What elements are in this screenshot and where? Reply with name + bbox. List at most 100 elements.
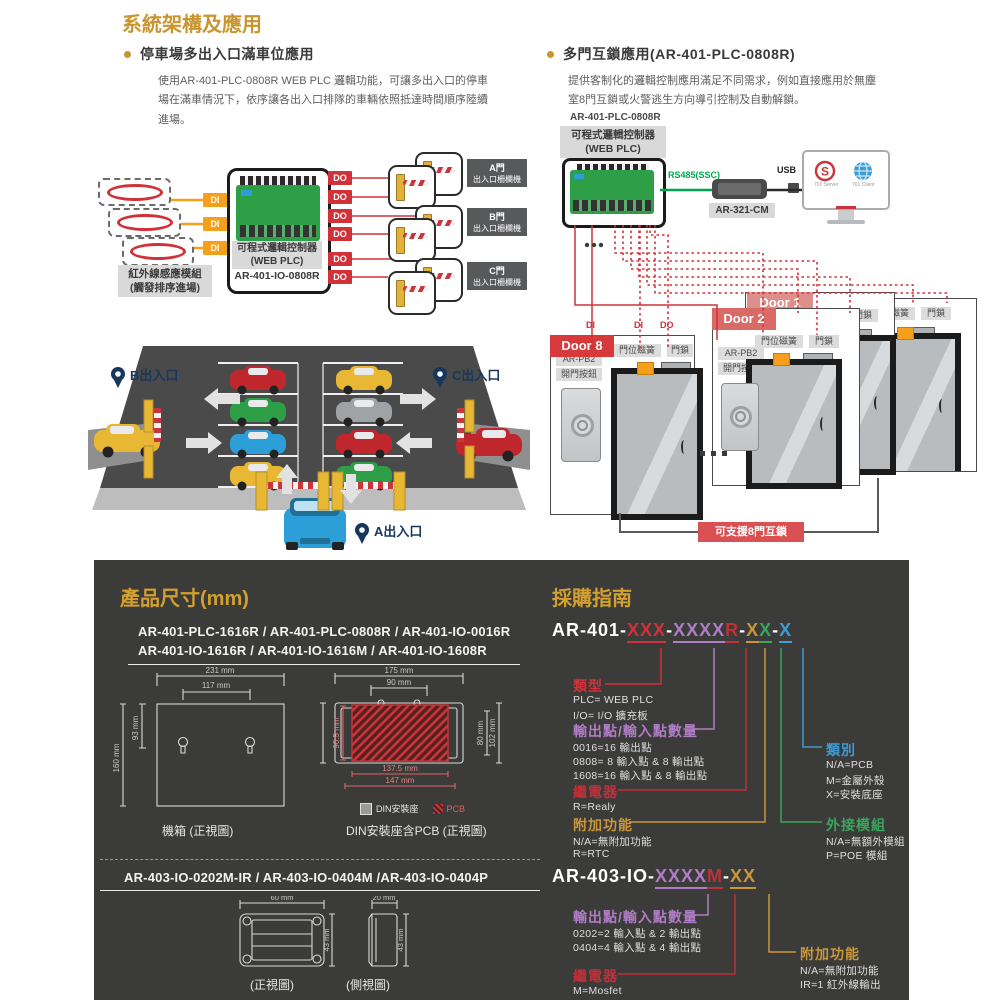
dim-231: 231 mm <box>206 666 235 675</box>
dim-20: 20 mm <box>373 896 396 902</box>
ar401-seg-relay: R <box>725 620 740 643</box>
din-legend: DIN安裝座 PCB <box>360 802 465 815</box>
parking-lot-illustration: B出入口 C出入口 A出入口 <box>88 346 530 550</box>
models-403: AR-403-IO-0202M-IR / AR-403-IO-0404M /AR… <box>124 870 489 885</box>
gate-post <box>396 227 405 254</box>
ir-sensor-line2: (觸發排序進場) <box>130 282 200 294</box>
server-app-label: 701 Server <box>814 182 839 188</box>
converter-label: AR-321-CM <box>709 203 775 218</box>
class-item: M=金屬外殼 <box>826 775 885 787</box>
type-label: 類型 <box>573 678 603 694</box>
dim-60: 60 mm <box>271 896 294 902</box>
dimensions-title: 產品尺寸(mm) <box>120 588 249 610</box>
parking-plc-diagram: DI DI DI 可程式邏輯控制器 (WEB PLC) AR-401-IO-08… <box>95 140 535 338</box>
do-wire-label: DO <box>660 320 674 330</box>
gate-arm <box>403 180 428 186</box>
gate-label-c: C門 出入口柵欄機 <box>467 262 527 290</box>
right-plc-line1: 可程式邏輯控制器 <box>571 129 655 141</box>
gate-name: A門 <box>489 163 505 173</box>
ar403-front-drawing: 60 mm 43 mm <box>239 896 335 967</box>
gate-arm <box>430 220 455 226</box>
dim-43b: 43 mm <box>396 929 405 952</box>
pushbutton-device <box>721 383 759 451</box>
dash: - <box>723 866 731 886</box>
io-item: 0808= 8 輸入點 & 8 輸出點 <box>573 756 705 768</box>
relay403-item: M=Mosfet <box>573 985 622 997</box>
plc-label-line2: (WEB PLC) <box>250 256 304 267</box>
addon-item: N/A=無附加功能 <box>573 836 652 848</box>
gate-label-b: B門 出入口柵欄機 <box>467 208 527 236</box>
extmod-item: N/A=無額外模組 <box>826 836 905 848</box>
di-tag: DI <box>203 217 227 231</box>
ar401-prefix: AR-401- <box>552 620 628 640</box>
dash: - <box>772 620 780 640</box>
door-panel-8: 門位磁簧 門鎖 AR-PB2 開門按鈕 <box>550 335 703 520</box>
ar401-seg-add: X <box>746 620 760 643</box>
gate-arm <box>430 273 455 279</box>
door <box>746 359 842 489</box>
type-item: PLC= WEB PLC <box>573 694 654 706</box>
ar403-seg-io: XXXX <box>655 866 708 889</box>
ar403-front-caption: (正視圖) <box>250 978 294 992</box>
usb-plug-icon <box>788 183 799 193</box>
right-plc-line2: (WEB PLC) <box>585 143 641 155</box>
svg-text:S: S <box>821 165 829 179</box>
more-doors-ellipsis <box>700 443 733 461</box>
entering-car-a <box>284 498 346 550</box>
right-plc-board <box>562 158 666 228</box>
class-label: 類別 <box>826 742 856 758</box>
dim-102: 102 mm <box>488 718 497 747</box>
ir-sensor-label: 紅外線感應模組 (觸發排序進場) <box>118 265 212 297</box>
din-legend-label: DIN安裝座 <box>376 804 419 814</box>
relay-item: R=Realy <box>573 801 616 813</box>
right-section-body: 提供客制化的邏輯控制應用滿足不同需求，例如直接應用於無塵室8門互鎖或火警逃生方向… <box>568 75 876 107</box>
gate-post <box>396 280 405 307</box>
gate-arm <box>403 233 428 239</box>
dim-100: 100 mm <box>319 718 321 747</box>
support-banner: 可支援8門互鎖 <box>698 522 804 542</box>
addon403-item: N/A=無附加功能 <box>800 965 879 977</box>
di-tag: DI <box>203 241 227 255</box>
lock-label: 門鎖 <box>667 344 693 357</box>
gate-arm <box>403 286 428 292</box>
dash: - <box>666 620 674 640</box>
dim-43: 43 mm <box>322 929 331 952</box>
do-tag: DO <box>328 190 352 204</box>
door2-banner: Door 2 <box>712 308 776 330</box>
di-wire-label: DI <box>586 320 595 330</box>
door <box>611 368 703 520</box>
barrier-gate-icon <box>388 165 436 209</box>
bullet-icon <box>124 51 131 58</box>
din-legend-swatch <box>360 802 372 815</box>
door-panel-2: 門位磁簧 門鎖 AR-PB2 開門按鈕 <box>712 308 860 489</box>
do-tag: DO <box>328 171 352 185</box>
entrance-pins: B出入口 C出入口 A出入口 <box>111 367 500 544</box>
ar403-prefix: AR-403-IO- <box>552 866 656 886</box>
extmod-item: P=POE 模組 <box>826 850 888 862</box>
converter-device <box>712 179 767 199</box>
gate-label-a: A門 出入口柵欄機 <box>467 159 527 187</box>
dashed-divider <box>100 859 540 860</box>
plc-chip <box>241 190 252 196</box>
class-item: N/A=PCB <box>826 759 874 771</box>
type-item: I/O= I/O 擴充板 <box>573 710 649 722</box>
ar401-seg-ext: X <box>759 620 773 643</box>
di-tag: DI <box>203 193 227 207</box>
ar403-side-drawing: 20 mm 43 mm <box>368 896 409 967</box>
page-title: 系統架構及應用 <box>122 14 262 36</box>
plc-model-label: AR-401-IO-0808R <box>234 270 320 282</box>
dim-147: 147 mm <box>386 776 415 785</box>
plc-connector-teeth <box>240 176 316 185</box>
ar401-seg-class: X <box>779 620 793 643</box>
divider <box>100 890 540 891</box>
loop-ellipse <box>106 183 163 201</box>
dim-175: 175 mm <box>385 666 414 675</box>
addon-label: 附加功能 <box>573 817 633 833</box>
gate-suffix: 出入口柵欄機 <box>473 278 521 287</box>
gate-name: C門 <box>489 266 505 276</box>
do-tag: DO <box>328 209 352 223</box>
relay403-label: 繼電器 <box>573 968 618 984</box>
do-tag: DO <box>328 270 352 284</box>
dim-93: 93 mm <box>131 715 140 740</box>
